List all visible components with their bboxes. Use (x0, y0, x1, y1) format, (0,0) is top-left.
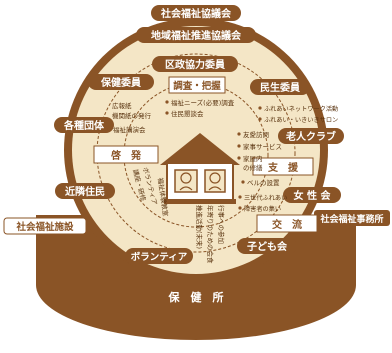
box-survey: 調査・把握 (168, 76, 226, 94)
council-banner: 社会福祉協議会 (151, 5, 241, 21)
note-house-repair-1: 家屋内 (243, 154, 263, 163)
note-visit: 友愛訪問 (243, 130, 269, 139)
note-three-gen: 三世代ふれあい (244, 194, 287, 202)
svg-text:社会福祉事務所: 社会福祉事務所 (319, 213, 383, 225)
regional-banner: 地域福祉推進協議会 (136, 27, 256, 43)
pill-children: 子ども会 (237, 238, 297, 254)
person-icon (209, 172, 221, 184)
pill-health: 保健委員 (88, 74, 154, 90)
svg-text:ボランティア: ボランティア (131, 251, 188, 263)
svg-text:老人クラブ: 老人クラブ (285, 130, 336, 143)
box-exchange: 交 流 (256, 214, 318, 233)
pill-office: 社会福祉事務所 (314, 210, 390, 226)
svg-text:交 流: 交 流 (272, 218, 302, 231)
svg-text:社会福祉施設: 社会福祉施設 (15, 221, 74, 233)
pill-volunteer: ボランティア (125, 248, 193, 264)
note-needs: 福祉ニーズ(必要)調査 (171, 98, 235, 107)
pill-women: 女 性 会 (283, 187, 341, 203)
note-bell: ベルの設置 (247, 178, 280, 187)
note-network: ふれあいネットワーク活動 (264, 105, 338, 113)
svg-text:保健委員: 保健委員 (100, 76, 141, 89)
note-old-meal: 年寄りのための会食 (206, 205, 215, 264)
svg-text:子ども会: 子ども会 (247, 240, 287, 253)
svg-text:各種団体: 各種団体 (63, 119, 105, 132)
pill-facility: 社会福祉施設 (3, 217, 87, 235)
pill-elderly-club: 老人クラブ (278, 128, 344, 144)
box-support: 支 援 (252, 157, 314, 176)
council-label: 社会福祉協議会 (160, 7, 231, 20)
pill-welfare-commissioner: 民生委員 (250, 79, 310, 95)
note-lecture: 福祉講演会 (113, 125, 146, 134)
svg-text:近隣住民: 近隣住民 (65, 185, 105, 198)
svg-text:区政協力委員: 区政協力委員 (165, 58, 225, 71)
regional-label: 地域福祉推進協議会 (151, 29, 241, 42)
note-disabled-mtg: 障害者の集い (244, 205, 281, 213)
svg-text:支 援: 支 援 (267, 161, 299, 174)
note-pr-1: 広報紙 (112, 101, 132, 110)
person-icon (180, 172, 192, 184)
note-housework: 家事サービス (243, 142, 282, 151)
note-salon: ふれあい・いきいきサロン (264, 117, 338, 124)
note-promote-vol: 推進活動(未来) (195, 205, 204, 249)
note-pr-2: 機関紙の発行 (112, 111, 152, 120)
note-resident-council: 住民懇談会 (171, 109, 204, 118)
pill-district: 区政協力委員 (152, 56, 238, 72)
svg-text:民生委員: 民生委員 (260, 81, 300, 94)
house-illustration (160, 133, 240, 204)
svg-text:女 性 会: 女 性 会 (294, 189, 331, 202)
svg-text:調査・把握: 調査・把握 (173, 80, 221, 92)
pill-neighbors: 近隣住民 (55, 183, 115, 199)
health-center-label: 保 健 所 (168, 290, 224, 304)
note-event-participation: 行事への参加 (217, 205, 226, 244)
note-house-repair-2: の修繕 (243, 163, 263, 172)
svg-text:啓 発: 啓 発 (111, 149, 142, 162)
pill-groups: 各種団体 (54, 117, 114, 133)
box-enlighten: 啓 発 (93, 145, 159, 164)
